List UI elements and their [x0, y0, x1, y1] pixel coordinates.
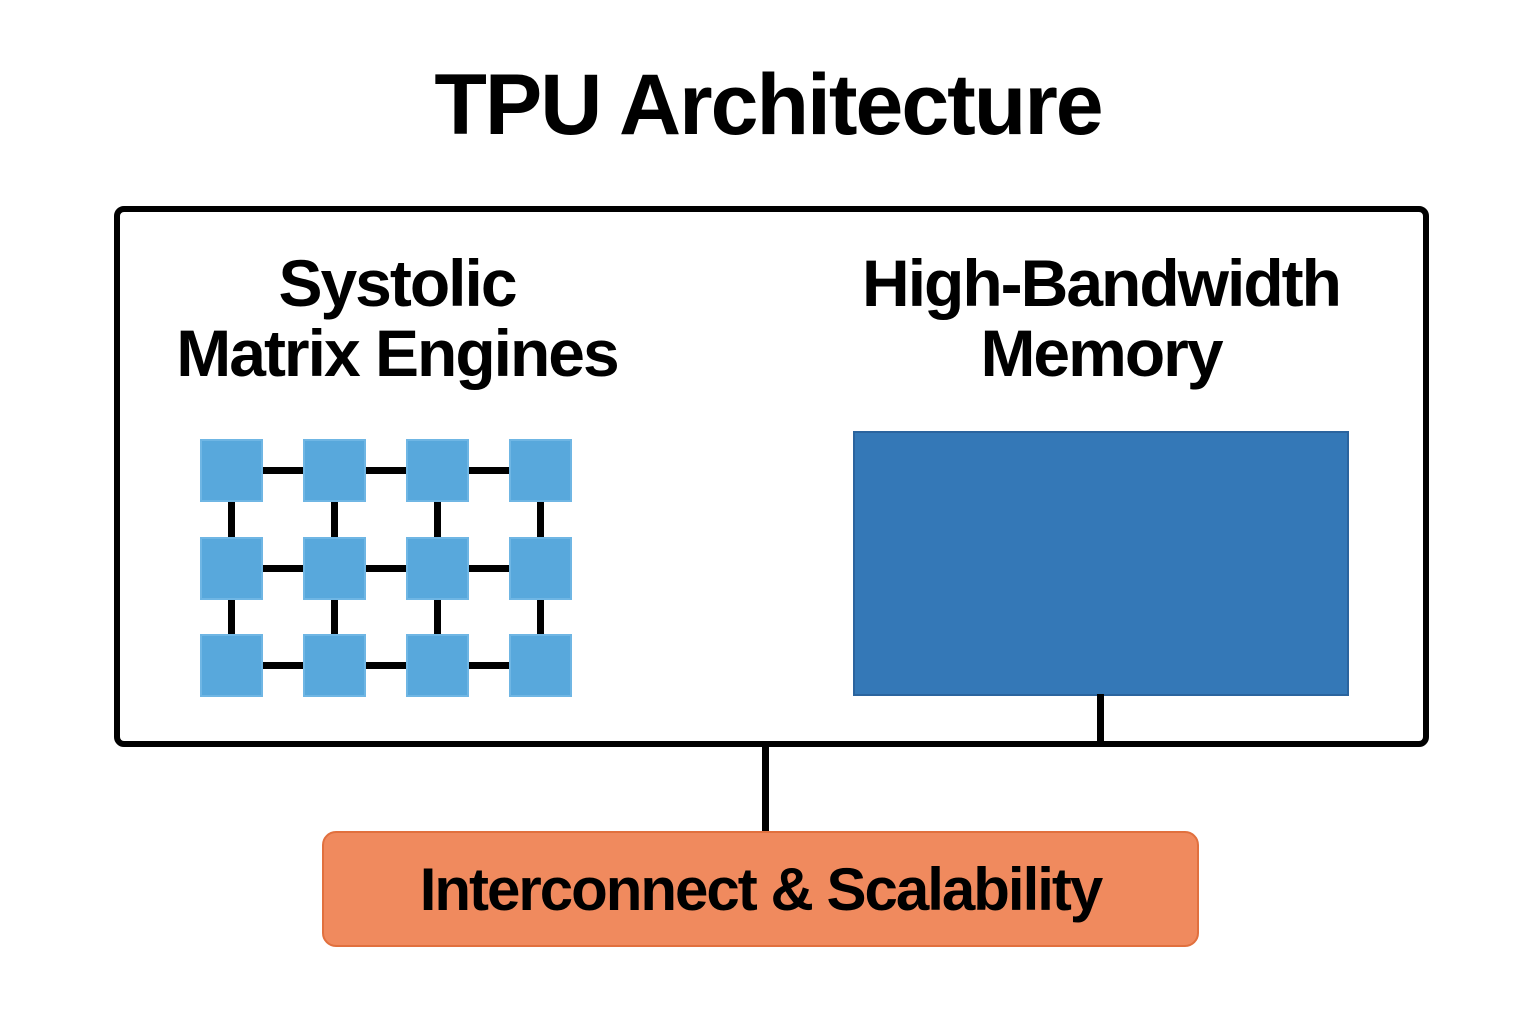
tpu-chip-box [114, 206, 1429, 747]
pe-row-connector [231, 564, 541, 572]
processing-element [509, 634, 572, 697]
pe-row-connector [231, 467, 541, 474]
systolic-heading: Systolic Matrix Engines [87, 248, 707, 388]
hbm-heading: High-Bandwidth Memory [791, 248, 1411, 388]
processing-element [200, 634, 263, 697]
interconnect-label: Interconnect & Scalability [419, 855, 1104, 923]
processing-element [509, 439, 572, 502]
hbm-to-chip-connector [1097, 694, 1104, 746]
processing-element [406, 536, 469, 600]
processing-element [406, 634, 469, 697]
systolic-heading-line1: Systolic [278, 246, 517, 320]
hbm-heading-line1: High-Bandwidth [862, 246, 1342, 320]
pe-row-connector [231, 662, 541, 669]
processing-element [406, 439, 469, 502]
chip-to-interconnect-connector [762, 745, 769, 833]
interconnect-box: Interconnect & Scalability [322, 831, 1199, 947]
page-title: TPU Architecture [434, 57, 1103, 153]
processing-element [200, 439, 263, 502]
processing-element [303, 634, 366, 697]
processing-element [303, 536, 366, 600]
hbm-heading-line2: Memory [980, 316, 1223, 390]
systolic-array [200, 439, 572, 697]
processing-element [509, 536, 572, 600]
systolic-heading-line2: Matrix Engines [176, 316, 619, 390]
hbm-block [853, 431, 1349, 696]
processing-element [303, 439, 366, 502]
processing-element [200, 536, 263, 600]
